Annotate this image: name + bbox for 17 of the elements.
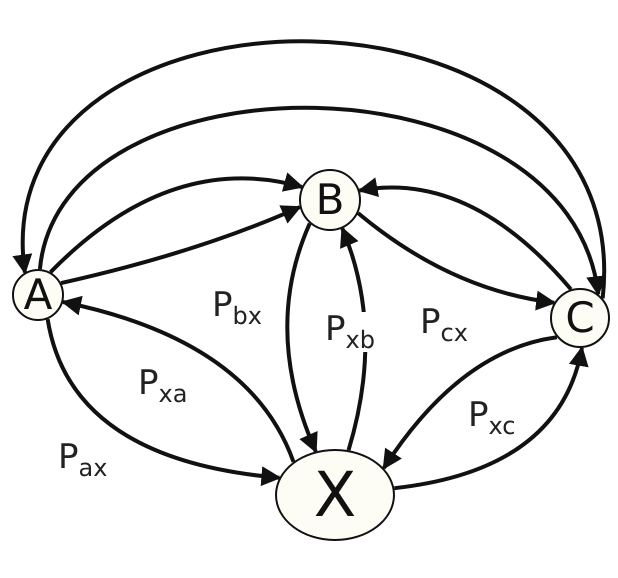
arrow — [61, 296, 296, 463]
arrow — [16, 40, 605, 298]
arrow — [394, 346, 588, 490]
arrow — [38, 106, 603, 296]
edge-label: P$_{xb}$ — [325, 312, 375, 352]
node-label: C — [565, 297, 595, 339]
arrow — [356, 212, 556, 310]
state-circle — [12, 269, 64, 321]
node-label: X — [314, 464, 356, 526]
arrow — [382, 335, 558, 470]
arrow — [49, 173, 304, 274]
arrow — [60, 205, 302, 285]
node-label: A — [24, 274, 52, 316]
arrow — [358, 178, 572, 291]
node-label: B — [316, 179, 344, 221]
state-circle — [299, 169, 361, 231]
arrow — [46, 318, 282, 486]
